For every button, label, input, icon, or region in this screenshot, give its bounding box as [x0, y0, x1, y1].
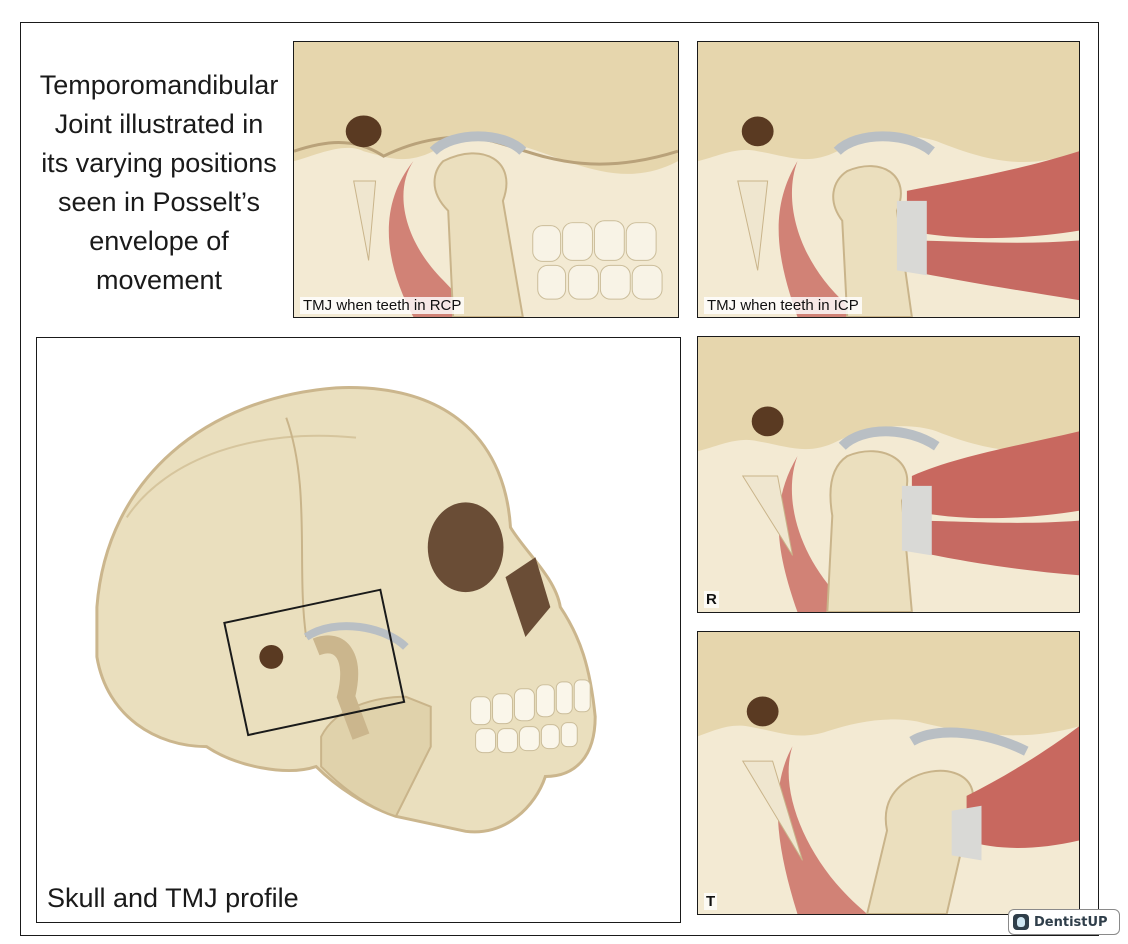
tmj-icp-illustration [698, 42, 1079, 317]
watermark-text: DentistUP [1034, 914, 1108, 930]
figure-title: Temporomandibular Joint illustrated in i… [26, 66, 292, 300]
dentistup-watermark: DentistUP [1008, 909, 1120, 935]
panel-tmj-rcp: TMJ when teeth in RCP [293, 41, 679, 318]
title-line: envelope of [89, 226, 229, 256]
panel-label: R [704, 591, 719, 608]
panel-tmj-t: T [697, 631, 1080, 915]
tmj-r-illustration [698, 337, 1079, 612]
skull-caption: Skull and TMJ profile [47, 883, 299, 913]
tmj-t-illustration [698, 632, 1079, 914]
panel-skull: Skull and TMJ profile [36, 337, 681, 923]
title-line: its varying positions [41, 148, 277, 178]
panel-tmj-icp: TMJ when teeth in ICP [697, 41, 1080, 318]
tooth-icon [1013, 914, 1029, 930]
figure-frame [20, 22, 1099, 936]
title-line: Temporomandibular [39, 70, 279, 100]
tmj-rcp-illustration [294, 42, 678, 317]
panel-caption: TMJ when teeth in ICP [704, 297, 862, 314]
panel-label: T [704, 893, 718, 910]
title-line: Joint illustrated in [54, 109, 264, 139]
title-line: seen in Posselt’s [57, 187, 261, 217]
panel-caption: TMJ when teeth in RCP [300, 297, 465, 314]
title-line: movement [95, 265, 223, 295]
tmj-highlight-box [223, 588, 406, 737]
skull-illustration [95, 386, 597, 834]
panel-tmj-r: R [697, 336, 1080, 613]
